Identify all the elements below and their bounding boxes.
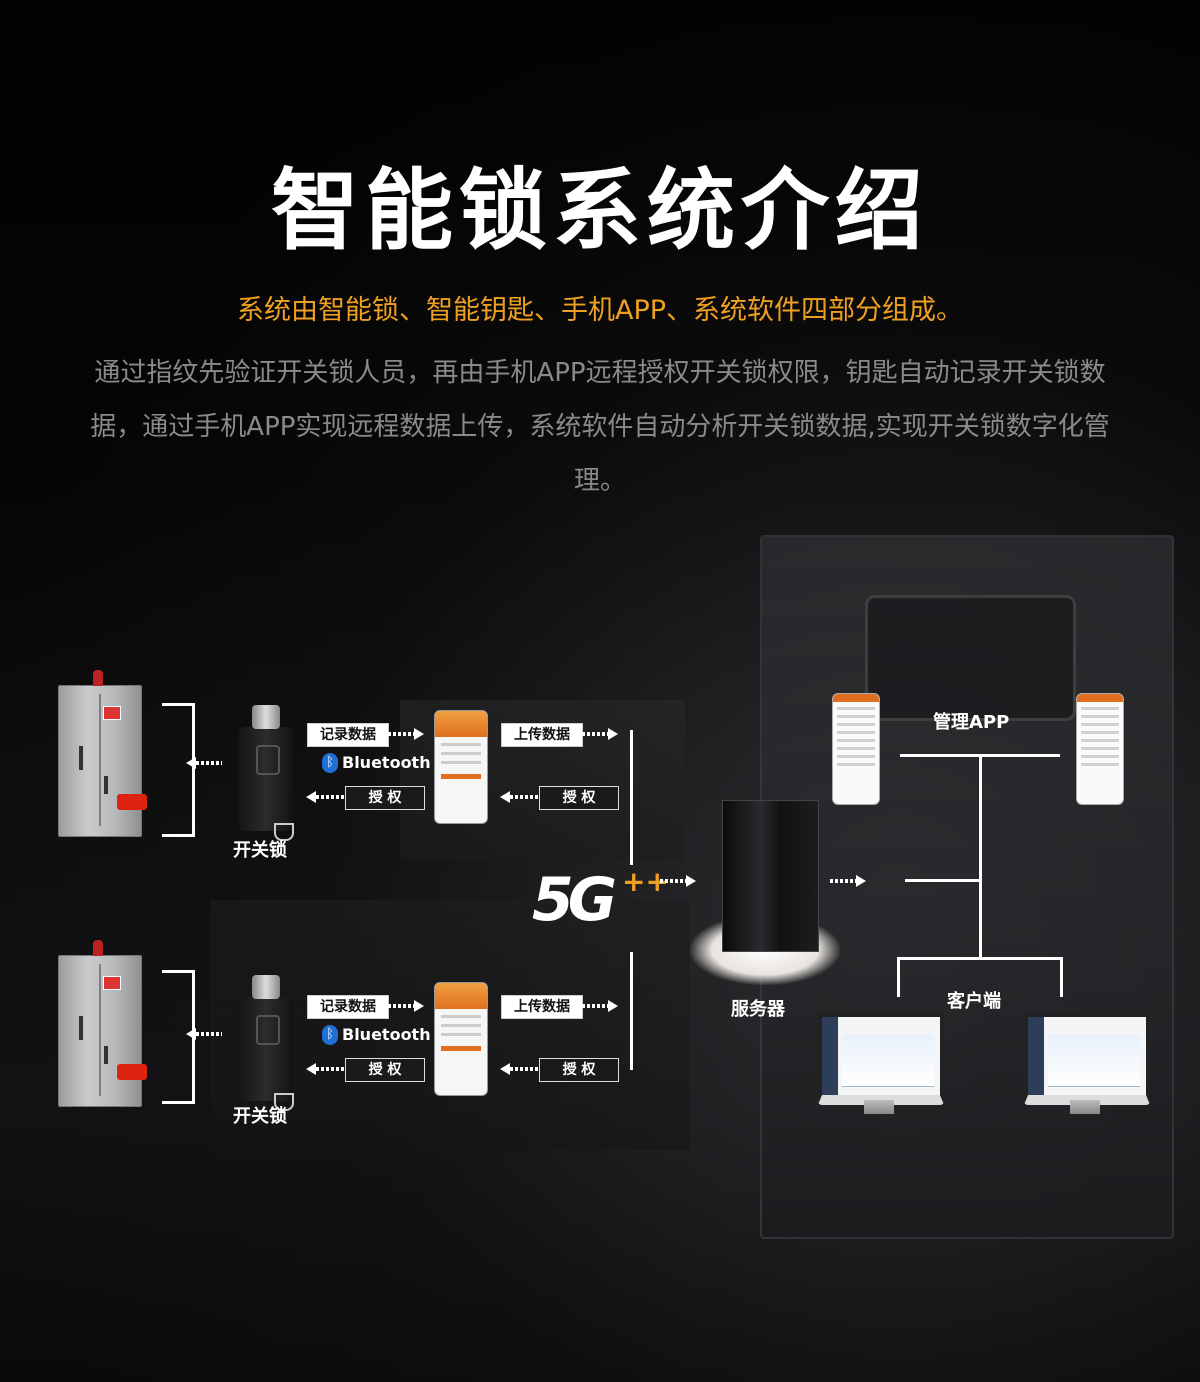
lock-caption-2: 开关锁 (233, 1106, 287, 1127)
connector-client-right (1060, 957, 1063, 997)
arrow-right (388, 1000, 424, 1012)
server-icon (722, 800, 819, 952)
management-phone-1 (832, 693, 880, 805)
arrow-left (500, 1063, 538, 1075)
arrow-left (186, 757, 222, 769)
arrow-left (306, 791, 344, 803)
arrow-right (582, 728, 618, 740)
smart-key-2 (238, 975, 294, 1111)
client-monitor-2 (1024, 1013, 1150, 1105)
management-app-caption: 管理APP (933, 712, 1010, 733)
page-subtitle: 系统由智能锁、智能钥匙、手机APP、系统软件四部分组成。 (236, 295, 964, 326)
connector-line (905, 879, 982, 882)
smart-lock-icon (117, 1064, 147, 1080)
page-title: 智能锁系统介绍 (270, 159, 929, 262)
upload-data-label-2: 上传数据 (501, 995, 583, 1019)
arrow-right (582, 1000, 618, 1012)
bluetooth-label-1: Bluetooth (342, 753, 431, 772)
client-caption: 客户端 (947, 991, 1001, 1012)
connector-trunk (979, 755, 982, 960)
authorize-label-phone-1: 授 权 (539, 786, 619, 810)
bluetooth-icon: ᛒ (322, 753, 338, 773)
arrow-left (186, 1028, 222, 1040)
connector-client-branch (897, 957, 1063, 960)
lock-caption-1: 开关锁 (233, 840, 287, 861)
authorize-label-key-2: 授 权 (345, 1058, 425, 1082)
arrow-right (660, 875, 696, 887)
phone-app-1 (434, 710, 488, 824)
electrical-cabinet-1 (58, 670, 147, 837)
background-cabinet-window (865, 595, 1076, 721)
server-caption: 服务器 (731, 999, 785, 1020)
monitor-stand (1070, 1100, 1100, 1114)
arrow-right (830, 875, 866, 887)
smart-key-1 (238, 705, 294, 841)
arrow-left (306, 1063, 344, 1075)
bluetooth-icon: ᛒ (322, 1025, 338, 1045)
connector-app-branch (900, 754, 1060, 757)
arrow-right (388, 728, 424, 740)
record-data-label-1: 记录数据 (307, 723, 389, 747)
authorize-label-phone-2: 授 权 (539, 1058, 619, 1082)
bracket (162, 970, 195, 1104)
smart-lock-icon (117, 794, 147, 810)
electrical-cabinet-2 (58, 940, 147, 1107)
client-monitor-1 (818, 1013, 944, 1105)
management-phone-2 (1076, 693, 1124, 805)
bracket (162, 703, 195, 837)
network-label: 5G (532, 865, 617, 935)
page-description: 通过指纹先验证开关锁人员，再由手机APP远程授权开关锁权限，钥匙自动记录开关锁数… (90, 358, 1110, 496)
connector-line-bottom (630, 952, 633, 1070)
bluetooth-label-2: Bluetooth (342, 1025, 431, 1044)
upload-data-label-1: 上传数据 (501, 723, 583, 747)
phone-app-2 (434, 982, 488, 1096)
monitor-stand (864, 1100, 894, 1114)
authorize-label-key-1: 授 权 (345, 786, 425, 810)
arrow-left (500, 791, 538, 803)
connector-line-top (630, 730, 633, 865)
connector-client-left (897, 957, 900, 997)
5g-network-icon: 5G ++ (532, 865, 669, 945)
record-data-label-2: 记录数据 (307, 995, 389, 1019)
